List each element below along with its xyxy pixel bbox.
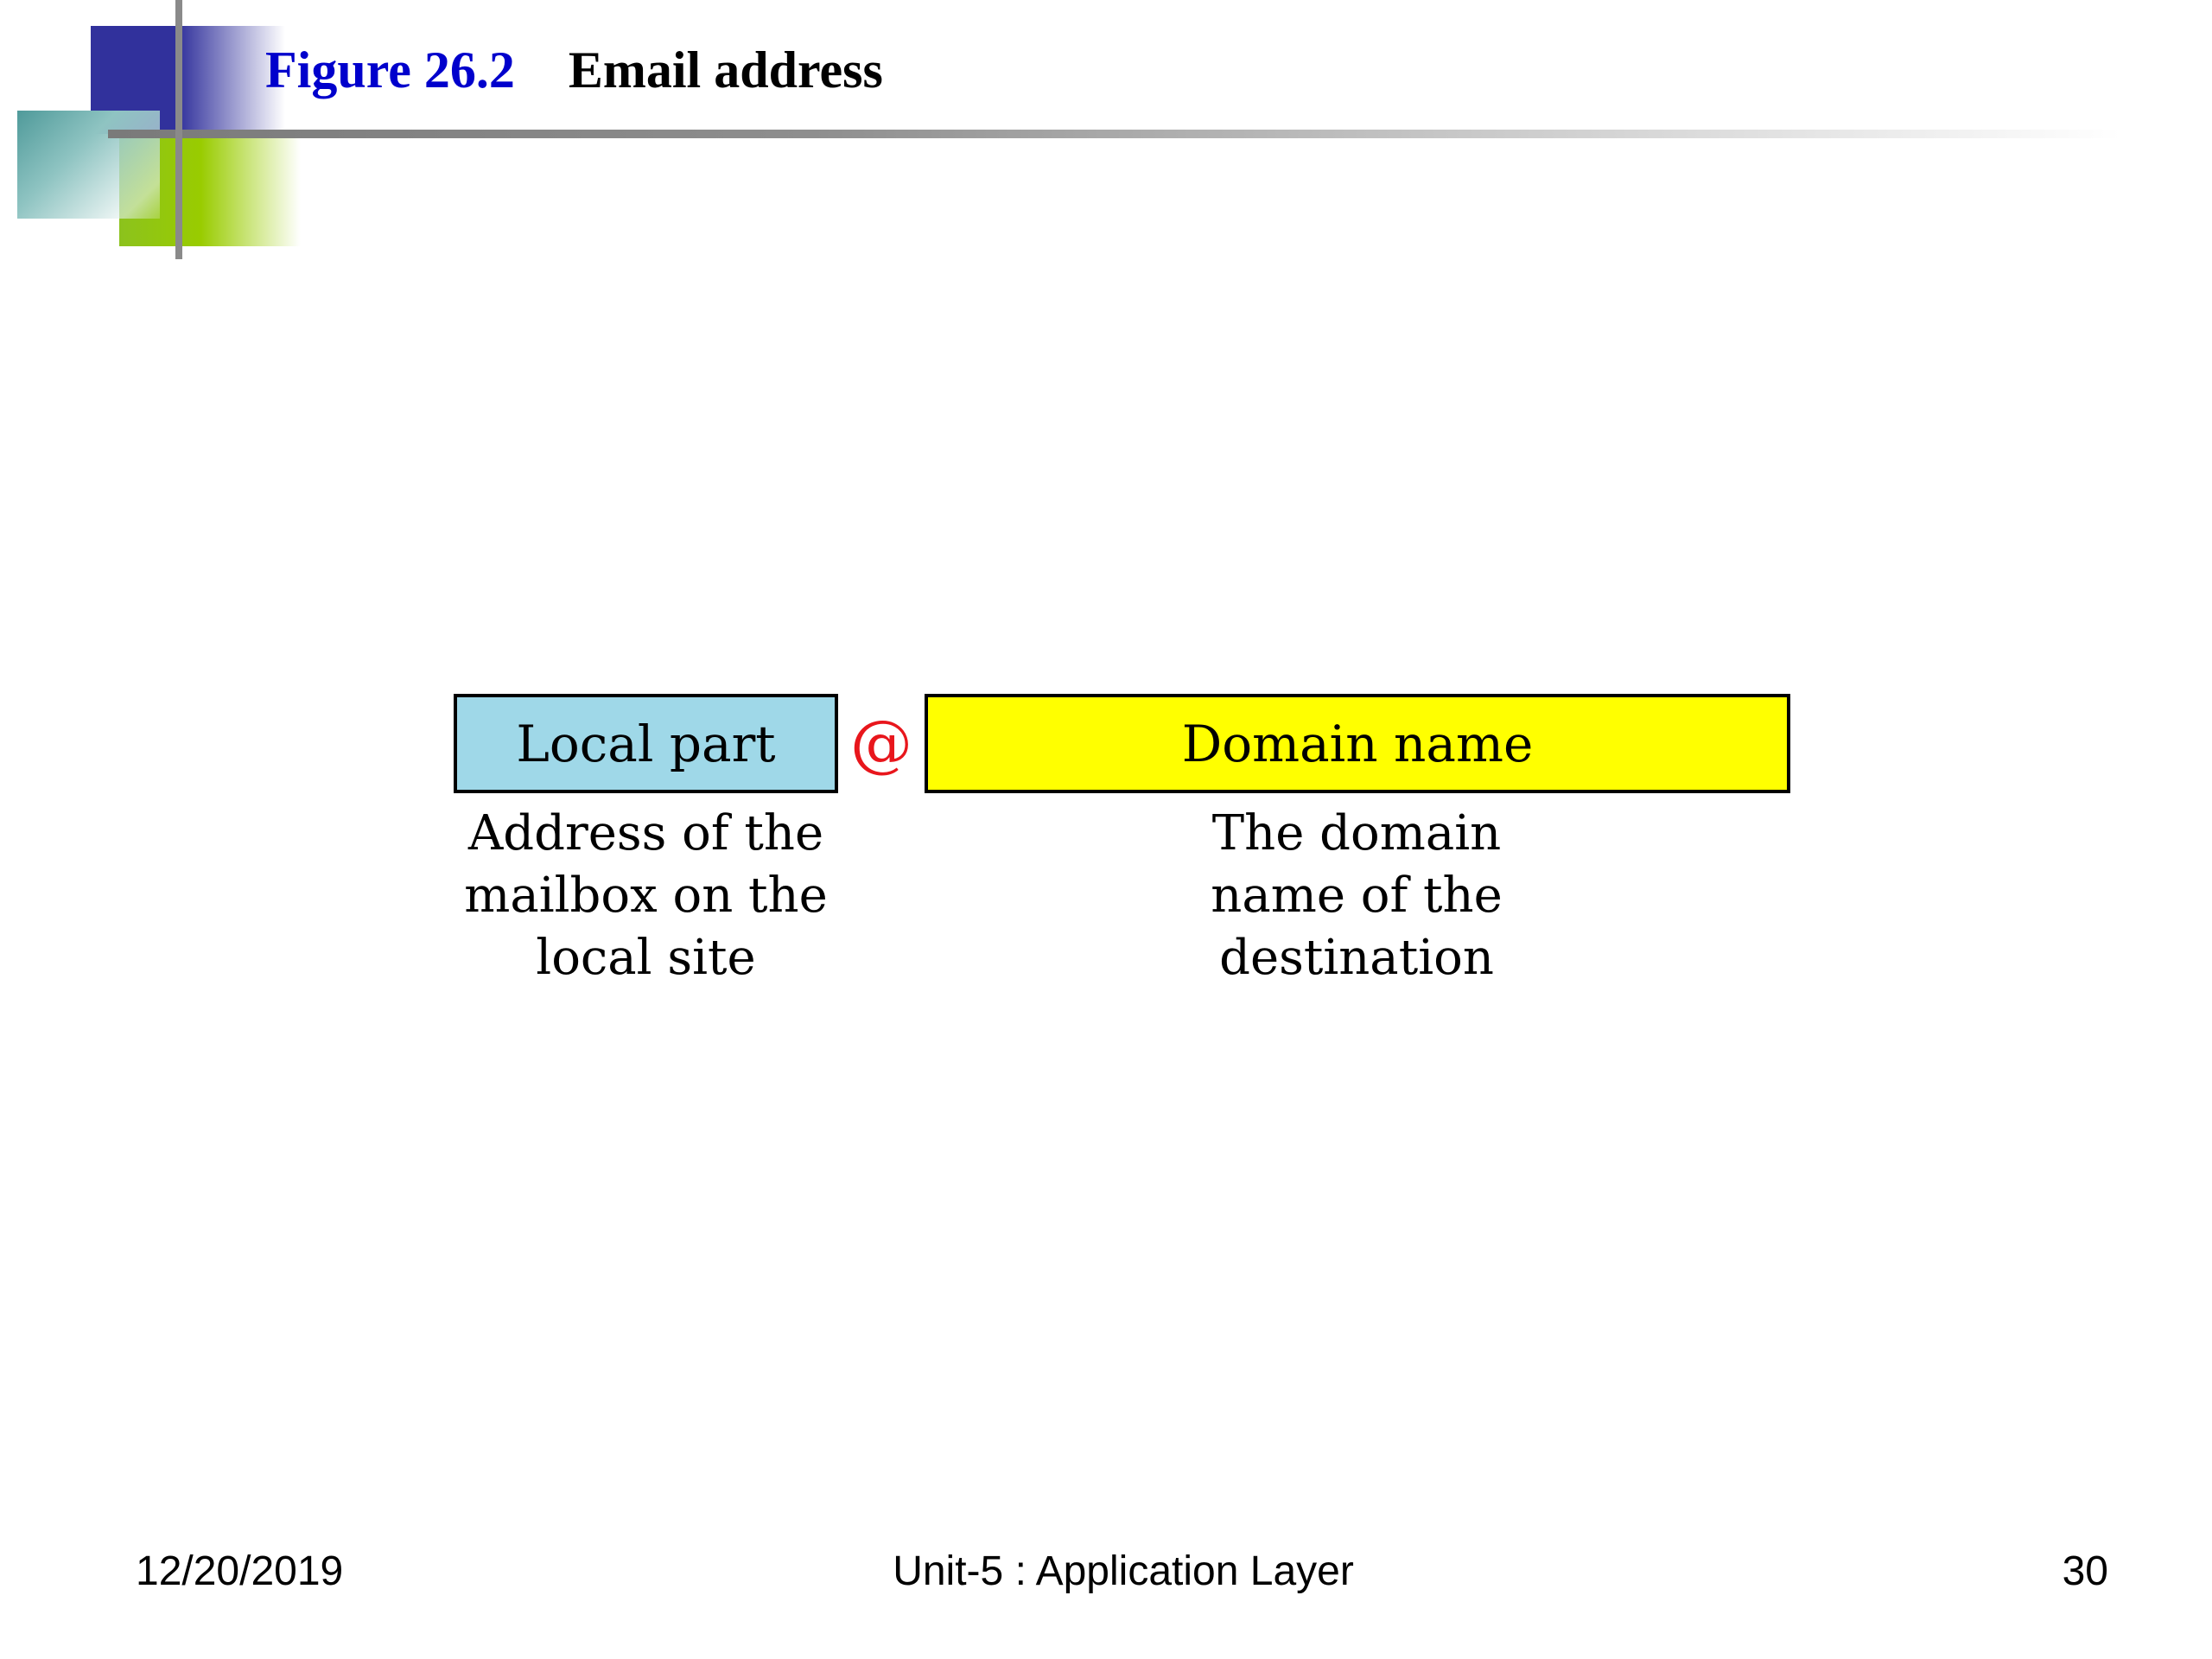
local-description-line: mailbox on the: [464, 868, 828, 924]
slide-title: Figure 26.2 Email address: [265, 36, 883, 104]
figure-label: Figure 26.2: [265, 41, 515, 99]
decor-teal-square: [17, 111, 160, 219]
domain-description-line: The domain: [1211, 805, 1502, 861]
domain-name-label: Domain name: [1181, 714, 1534, 773]
title-text: Email address: [568, 41, 883, 99]
decor-horizontal-rule: [108, 130, 2121, 138]
local-description-line: Address of the: [467, 805, 824, 861]
footer-unit-title: Unit-5 : Application Layer: [893, 1548, 1354, 1594]
local-description-line: local site: [536, 930, 756, 986]
local-part-description: Address of the mailbox on the local site: [415, 803, 877, 989]
domain-name-description: The domain name of the destination: [1123, 803, 1590, 989]
local-part-label: Local part: [516, 714, 776, 773]
footer-page-number: 30: [2062, 1548, 2108, 1594]
decor-vertical-rule: [175, 0, 182, 259]
local-part-box: Local part: [454, 694, 838, 793]
domain-description-line: destination: [1219, 930, 1494, 986]
footer-date: 12/20/2019: [136, 1548, 344, 1594]
at-sign: @: [850, 707, 912, 779]
domain-description-line: name of the: [1211, 868, 1503, 924]
domain-name-box: Domain name: [925, 694, 1790, 793]
